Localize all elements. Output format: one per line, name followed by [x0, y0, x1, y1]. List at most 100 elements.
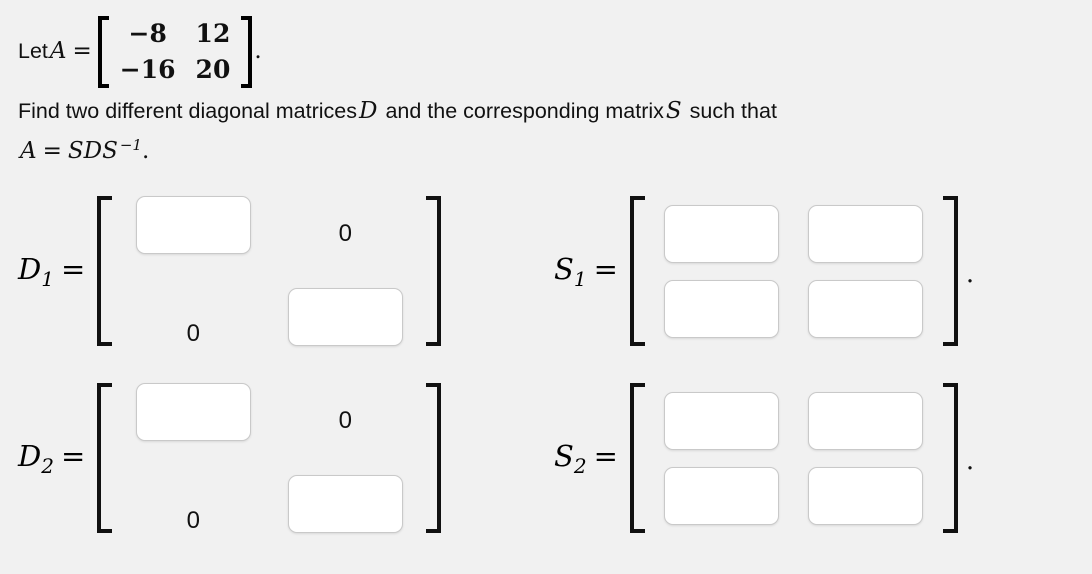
matrix-d2-cell-11 — [117, 383, 269, 458]
matrix-s1-grid — [650, 196, 938, 346]
matrix-d1-cell-22 — [269, 271, 421, 346]
label-s1-equals: = — [593, 251, 618, 286]
input-s1-22[interactable] — [808, 279, 924, 338]
matrix-s2-right-bracket — [942, 383, 958, 533]
instruction-symbol-s: S — [665, 98, 682, 124]
input-d2-22[interactable] — [287, 475, 403, 533]
matrix-d2-cell-22 — [269, 458, 421, 533]
matrix-d1-cell-21: 0 — [117, 271, 269, 346]
label-d2-subscript: 2 — [41, 453, 54, 478]
matrix-a-row: −16 20 — [110, 52, 241, 88]
equation-rhs: SDS — [67, 138, 118, 165]
equation-lhs: A — [20, 138, 37, 165]
label-s1-subscript: 1 — [573, 266, 587, 291]
label-d1: D1= — [18, 252, 85, 291]
matrix-a-cell: −16 — [119, 55, 176, 85]
matrix-d1-cell-12: 0 — [269, 196, 421, 271]
matrix-s2-cell-11 — [650, 383, 794, 458]
matrix-s1-bracket-wrap — [628, 196, 960, 346]
matrix-s1-cell-11 — [650, 196, 794, 271]
matrix-a: −8 12 −16 20 — [97, 16, 253, 89]
answer-row-1-period: . — [965, 259, 975, 289]
matrix-a-cell: 20 — [195, 55, 231, 85]
statement-line-matrix-definition: LetA= −8 12 −16 20. — [18, 8, 1078, 94]
equation-equals: = — [42, 138, 62, 165]
matrix-d1-cell-11 — [117, 196, 269, 271]
instruction-symbol-d: D — [359, 98, 378, 124]
matrix-s2-cell-12 — [794, 383, 938, 458]
input-d2-11[interactable] — [135, 383, 251, 441]
label-d1-subscript: 1 — [41, 266, 54, 291]
matrix-s2-grid — [650, 383, 938, 533]
matrix-a-period: . — [254, 38, 262, 64]
input-s2-12[interactable] — [808, 391, 924, 450]
label-d2: D2= — [18, 439, 85, 478]
matrix-s2-left-bracket — [629, 383, 645, 533]
input-s2-11[interactable] — [664, 391, 780, 450]
input-s2-22[interactable] — [808, 466, 924, 525]
label-s2-subscript: 2 — [573, 453, 587, 478]
matrix-a-symbol: A — [49, 38, 67, 64]
answer-block-s2: S2= . — [554, 383, 974, 533]
statement-line-instruction: Find two different diagonal matricesD an… — [18, 94, 1078, 128]
matrix-d1-right-bracket — [426, 196, 442, 346]
matrix-a-right-bracket — [241, 16, 253, 89]
answer-block-s1: S1= . — [554, 196, 974, 346]
matrix-s2-cell-22 — [794, 458, 938, 533]
instruction-text-part-1: Find two different diagonal matrices — [18, 99, 358, 123]
matrix-s1-left-bracket — [629, 196, 645, 346]
label-s1: S1= — [554, 252, 618, 291]
answer-area: D1= 0 0 S1= — [0, 196, 1092, 570]
instruction-text-part-2: and the corresponding matrix — [385, 99, 664, 123]
answer-block-d2: D2= 0 0 — [18, 383, 443, 533]
statement-line-equation: A=SDS−1. — [18, 128, 1078, 168]
matrix-d2-left-bracket — [97, 383, 113, 533]
static-zero-d2-12: 0 — [338, 406, 352, 434]
input-d1-22[interactable] — [287, 288, 403, 346]
matrix-d2-right-bracket — [426, 383, 442, 533]
input-s1-11[interactable] — [664, 204, 780, 263]
matrix-d1-left-bracket — [97, 196, 113, 346]
equation-period: . — [141, 138, 150, 165]
matrix-s1-right-bracket — [942, 196, 958, 346]
matrix-a-bracket-cap-tr — [241, 16, 253, 21]
matrix-d2-cell-21: 0 — [117, 458, 269, 533]
matrix-a-bracket-cap-bl — [97, 84, 109, 89]
instruction-text-part-3: such that — [689, 99, 777, 123]
matrix-a-cell: −8 — [128, 19, 167, 49]
input-s2-21[interactable] — [664, 466, 780, 525]
answer-block-d1: D1= 0 0 — [18, 196, 443, 346]
static-zero-d1-21: 0 — [186, 320, 200, 347]
input-s1-12[interactable] — [808, 204, 924, 263]
answer-row-2-period: . — [965, 446, 975, 476]
matrix-d2-bracket-wrap: 0 0 — [95, 383, 443, 533]
equation-exponent: −1 — [119, 136, 142, 154]
label-s2-equals: = — [593, 438, 618, 473]
matrix-a-cell: 12 — [195, 19, 231, 49]
matrix-s1-cell-12 — [794, 196, 938, 271]
answer-row-2: D2= 0 0 S2= — [0, 383, 1092, 570]
input-s1-21[interactable] — [664, 279, 780, 338]
matrix-a-left-bracket — [97, 16, 109, 89]
matrix-d1-grid: 0 0 — [117, 196, 421, 346]
label-s2-base: S — [554, 438, 574, 473]
input-d1-11[interactable] — [135, 196, 251, 254]
matrix-d2-cell-12: 0 — [269, 383, 421, 458]
let-text: Let — [18, 39, 48, 63]
equals-sign: = — [72, 38, 92, 64]
label-d2-equals: = — [61, 438, 86, 473]
static-zero-d2-21: 0 — [186, 507, 200, 534]
matrix-a-row: −8 12 — [110, 16, 241, 52]
label-s1-base: S — [554, 251, 574, 286]
matrix-d2-grid: 0 0 — [117, 383, 421, 533]
answer-row-1: D1= 0 0 S1= — [0, 196, 1092, 383]
matrix-a-bracket-cap-tl — [97, 16, 109, 21]
matrix-s1-cell-21 — [650, 271, 794, 346]
matrix-s2-bracket-wrap — [628, 383, 960, 533]
label-d1-equals: = — [61, 251, 86, 286]
matrix-d1-bracket-wrap: 0 0 — [95, 196, 443, 346]
matrix-s1-cell-22 — [794, 271, 938, 346]
matrix-s2-cell-21 — [650, 458, 794, 533]
